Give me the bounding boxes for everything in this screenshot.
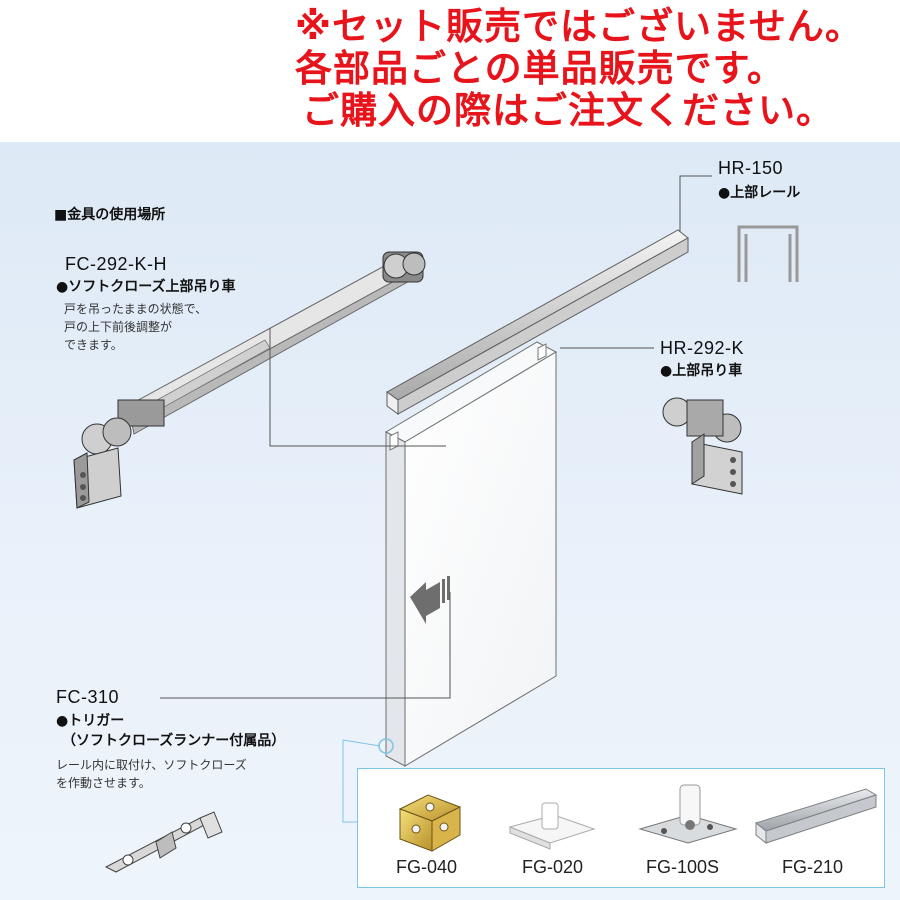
hardware-diagram-panel: ■金具の使用場所 FC-292-K-H ●ソフトクローズ上部吊り車 戸を吊ったま… — [0, 142, 900, 900]
fc310-sub: （ソフトクローズランナー付属品） — [62, 733, 286, 749]
part-code-fg040: FG-040 — [396, 857, 458, 877]
floor-guide-icon — [508, 802, 596, 850]
part-code-fg020: FG-020 — [522, 857, 584, 877]
l-bracket-icon — [398, 794, 462, 852]
hr150-name: ●上部レール — [718, 185, 801, 201]
fc310-desc-1: レール内に取付け、ソフトクローズ — [56, 758, 247, 772]
notice-line-2: 各部品ごとの単品販売です。 — [295, 47, 785, 90]
leader-lines — [160, 175, 712, 823]
fc310-name: ●トリガー — [56, 713, 125, 729]
notice-line-3: ご購入の際はご注文ください。 — [302, 89, 834, 132]
fc292kh-name: ●ソフトクローズ上部吊り車 — [56, 279, 236, 295]
sliding-door-illustration — [378, 341, 558, 767]
rail-profile-icon — [737, 225, 799, 282]
floor-rail-icon — [754, 788, 878, 845]
fc292kh-desc-1: 戸を吊ったままの状態で、 — [64, 302, 208, 316]
soft-close-hanger-illustration — [73, 251, 426, 509]
fc292kh-desc-3: できます。 — [64, 338, 123, 352]
fc292kh-desc-2: 戸の上下前後調整が — [64, 320, 173, 334]
fc310-desc-2: を作動させます。 — [56, 776, 151, 790]
hr150-code: HR-150 — [718, 158, 784, 178]
notice-line-1: ※セット販売ではございません。 — [295, 5, 863, 48]
fc292kh-code: FC-292-K-H — [65, 254, 168, 274]
trigger-illustration — [104, 811, 223, 873]
guide-plate-icon — [638, 784, 738, 844]
top-roller-illustration — [662, 397, 743, 495]
part-code-fg100s: FG-100S — [646, 857, 720, 877]
hr292k-name: ●上部吊り車 — [660, 363, 743, 379]
leader-fc310 — [160, 592, 451, 699]
notice-header: ※セット販売ではございません。 各部品ごとの単品販売です。 ご購入の際はご注文く… — [0, 0, 900, 140]
accessory-parts-box: FG-040 FG-020 FG-100S FG-210 — [357, 768, 885, 888]
section-title: ■金具の使用場所 — [54, 207, 166, 223]
leader-parts — [342, 740, 357, 823]
leader-hr150 — [679, 175, 712, 232]
hardware-illustration — [73, 175, 799, 873]
hr292k-code: HR-292-K — [660, 338, 745, 358]
leader-fc292kh — [269, 328, 446, 447]
fc310-code: FC-310 — [56, 687, 120, 707]
part-code-fg210: FG-210 — [782, 857, 844, 877]
top-rail-illustration — [386, 229, 689, 415]
parts-illustrations — [398, 784, 878, 852]
